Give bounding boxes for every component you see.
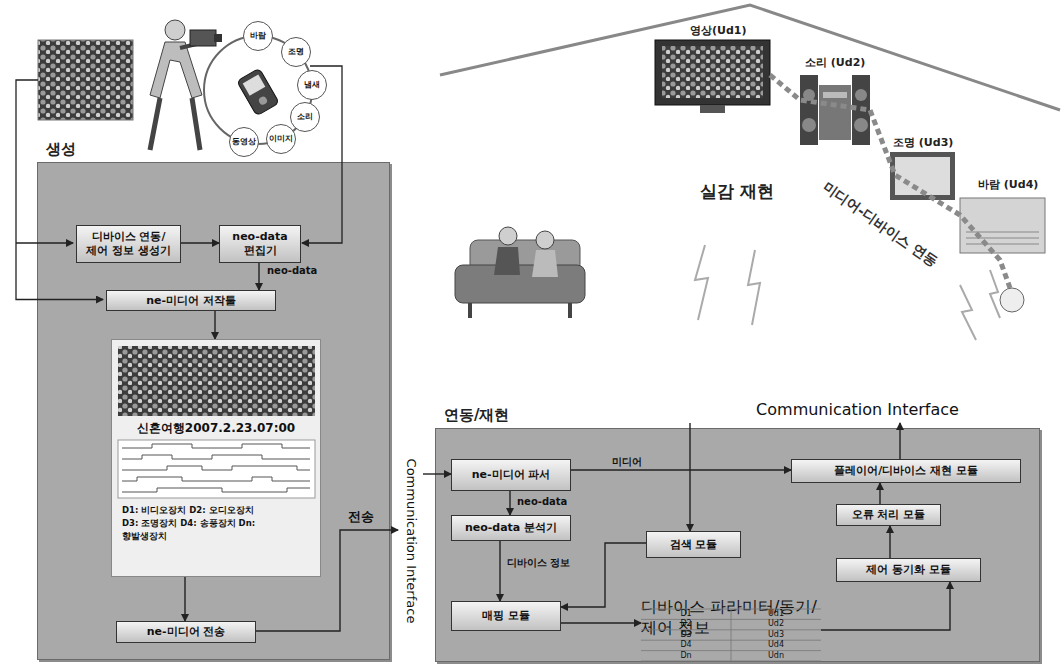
- house-roof: [440, 5, 1060, 110]
- node-text: 제어 동기화 모듈: [866, 563, 951, 577]
- connector-arrow: [423, 473, 451, 474]
- connector-arrow: [821, 582, 950, 630]
- panel-heading: 연동/재현: [444, 406, 509, 425]
- node-text: 냄새: [304, 81, 320, 90]
- node-text: Communication Interface: [403, 459, 418, 624]
- connector-arrow: [499, 541, 500, 601]
- media-element-circle: 동영상: [229, 127, 259, 157]
- process-box: neo-data 분석기: [451, 515, 571, 541]
- node-text: 플레이어/디바이스 재현 모듈: [834, 464, 978, 478]
- aircon-device: [960, 198, 1045, 312]
- node-text: ne-미디어 전송: [147, 625, 226, 639]
- node-text: 이미지: [269, 135, 293, 144]
- media-element-circle: 소리: [290, 102, 320, 132]
- edge-label: 디바이스 정보: [505, 556, 572, 570]
- media-element-circle: 바람: [243, 21, 273, 51]
- edge-label: 전송: [346, 508, 376, 526]
- interface-bar: Communication Interface: [398, 420, 423, 662]
- edge-label: neo-data: [265, 265, 319, 276]
- table-cell: Dn: [641, 651, 731, 661]
- group-panel: 연동/재현ne-미디어 파서neo-data 분석기매핑 모듈검색 모듈플레이어…: [435, 428, 1040, 662]
- media-element-circle: 이미지: [266, 124, 296, 154]
- media-preview: 신혼여행2007.2.23.07:00D1: 비디오장치 D2: 오디오장치 D…: [111, 339, 321, 577]
- connector-arrow: [689, 423, 690, 531]
- media-device-link: [770, 75, 1010, 288]
- media-thumbnail: [112, 340, 322, 578]
- node-text: neo-data 분석기: [465, 521, 557, 535]
- connector-arrow: [899, 423, 900, 459]
- interface-bar: Communication Interface: [675, 395, 1040, 423]
- connector-arrow: [889, 526, 890, 558]
- table-cell: D3: [641, 630, 731, 640]
- media-element-circle: 조명: [281, 37, 311, 67]
- node-text: Communication Interface: [756, 400, 959, 419]
- photo-leader-lines: [16, 66, 342, 300]
- table-cell: Ud3: [731, 630, 821, 640]
- connector-arrow: [879, 483, 880, 504]
- media-element-circle: 냄새: [297, 70, 327, 100]
- media-caption: 신혼여행2007.2.23.07:00: [112, 420, 320, 437]
- process-box: 오류 처리 모듈: [836, 504, 941, 526]
- node-text: 디바이스 연동/ 제어 정보 생성기: [81, 230, 176, 258]
- device-label: 영상(Ud1): [690, 23, 747, 38]
- node-text: 동영상: [232, 138, 256, 147]
- table-cell: D4: [641, 640, 731, 650]
- sofa-couple: [455, 227, 585, 318]
- node-text: 소리: [297, 113, 313, 122]
- table-cell: D1: [641, 609, 731, 619]
- table-cell: Udn: [731, 651, 821, 661]
- connector-arrow: [214, 311, 215, 339]
- device-table: 디바이스 파라미터/동기/제어 정보D1Ud1D2Ud2D3Ud3D4Ud4Dn…: [641, 597, 821, 663]
- node-text: 검색 모듈: [670, 538, 718, 552]
- process-box: 검색 모듈: [646, 531, 741, 558]
- stereo-device: [800, 75, 870, 145]
- connector-arrow: [571, 469, 791, 470]
- connector-arrow: [184, 577, 185, 621]
- link-caption: 미디어-디바이스 연동: [819, 178, 941, 271]
- device-label: 소리 (Ud2): [805, 55, 865, 70]
- flower-photo: [38, 40, 133, 120]
- table-cell: Ud1: [731, 609, 821, 619]
- device-key: D1: 비디오장치 D2: 오디오장치 D3: 조명장치 D4: 송풍장치 Dn…: [122, 504, 272, 544]
- connector-arrow: [258, 263, 259, 290]
- node-text: ne-미디어 파서: [472, 468, 551, 482]
- edge-label: neo-data: [515, 496, 569, 507]
- media-ring: [204, 36, 312, 144]
- group-panel: 생성디바이스 연동/ 제어 정보 생성기neo-data 편집기ne-미디어 저…: [37, 162, 390, 660]
- panel-heading: 생성: [46, 140, 76, 159]
- device-label: 조명 (Ud3): [893, 135, 953, 150]
- process-box: 제어 동기화 모듈: [836, 558, 981, 582]
- process-box: 매핑 모듈: [451, 601, 561, 631]
- connector-arrow: [561, 543, 646, 607]
- table-cell: D2: [641, 619, 731, 629]
- connector-arrow: [509, 491, 510, 515]
- effect-caption: 실감 재현: [700, 180, 774, 203]
- edge-label: 미디어: [610, 455, 644, 469]
- node-text: neo-data 편집기: [224, 230, 296, 258]
- connector-arrow: [561, 622, 641, 623]
- table-cell: Ud2: [731, 619, 821, 629]
- tv-device: [655, 40, 770, 113]
- node-text: ne-미디어 저작툴: [146, 294, 236, 308]
- effect-rays: [695, 245, 1000, 340]
- connector-arrow: [256, 530, 398, 631]
- process-box: neo-data 편집기: [219, 225, 301, 263]
- table-grid: [641, 597, 821, 663]
- process-box: 디바이스 연동/ 제어 정보 생성기: [76, 225, 181, 263]
- node-text: 바람: [250, 32, 266, 41]
- node-text: 조명: [288, 48, 304, 57]
- process-box: 플레이어/디바이스 재현 모듈: [791, 459, 1021, 483]
- table-heading: 디바이스 파라미터/동기/제어 정보: [641, 597, 817, 637]
- node-text: 오류 처리 모듈: [852, 508, 926, 522]
- connector-arrow: [181, 242, 219, 243]
- process-box: ne-미디어 저작툴: [106, 290, 276, 311]
- camera-person: [150, 20, 222, 150]
- table-cell: Ud4: [731, 640, 821, 650]
- process-box: ne-미디어 파서: [451, 459, 571, 491]
- process-box: ne-미디어 전송: [116, 621, 256, 643]
- device-label: 바람 (Ud4): [978, 177, 1038, 192]
- node-text: 매핑 모듈: [482, 609, 530, 623]
